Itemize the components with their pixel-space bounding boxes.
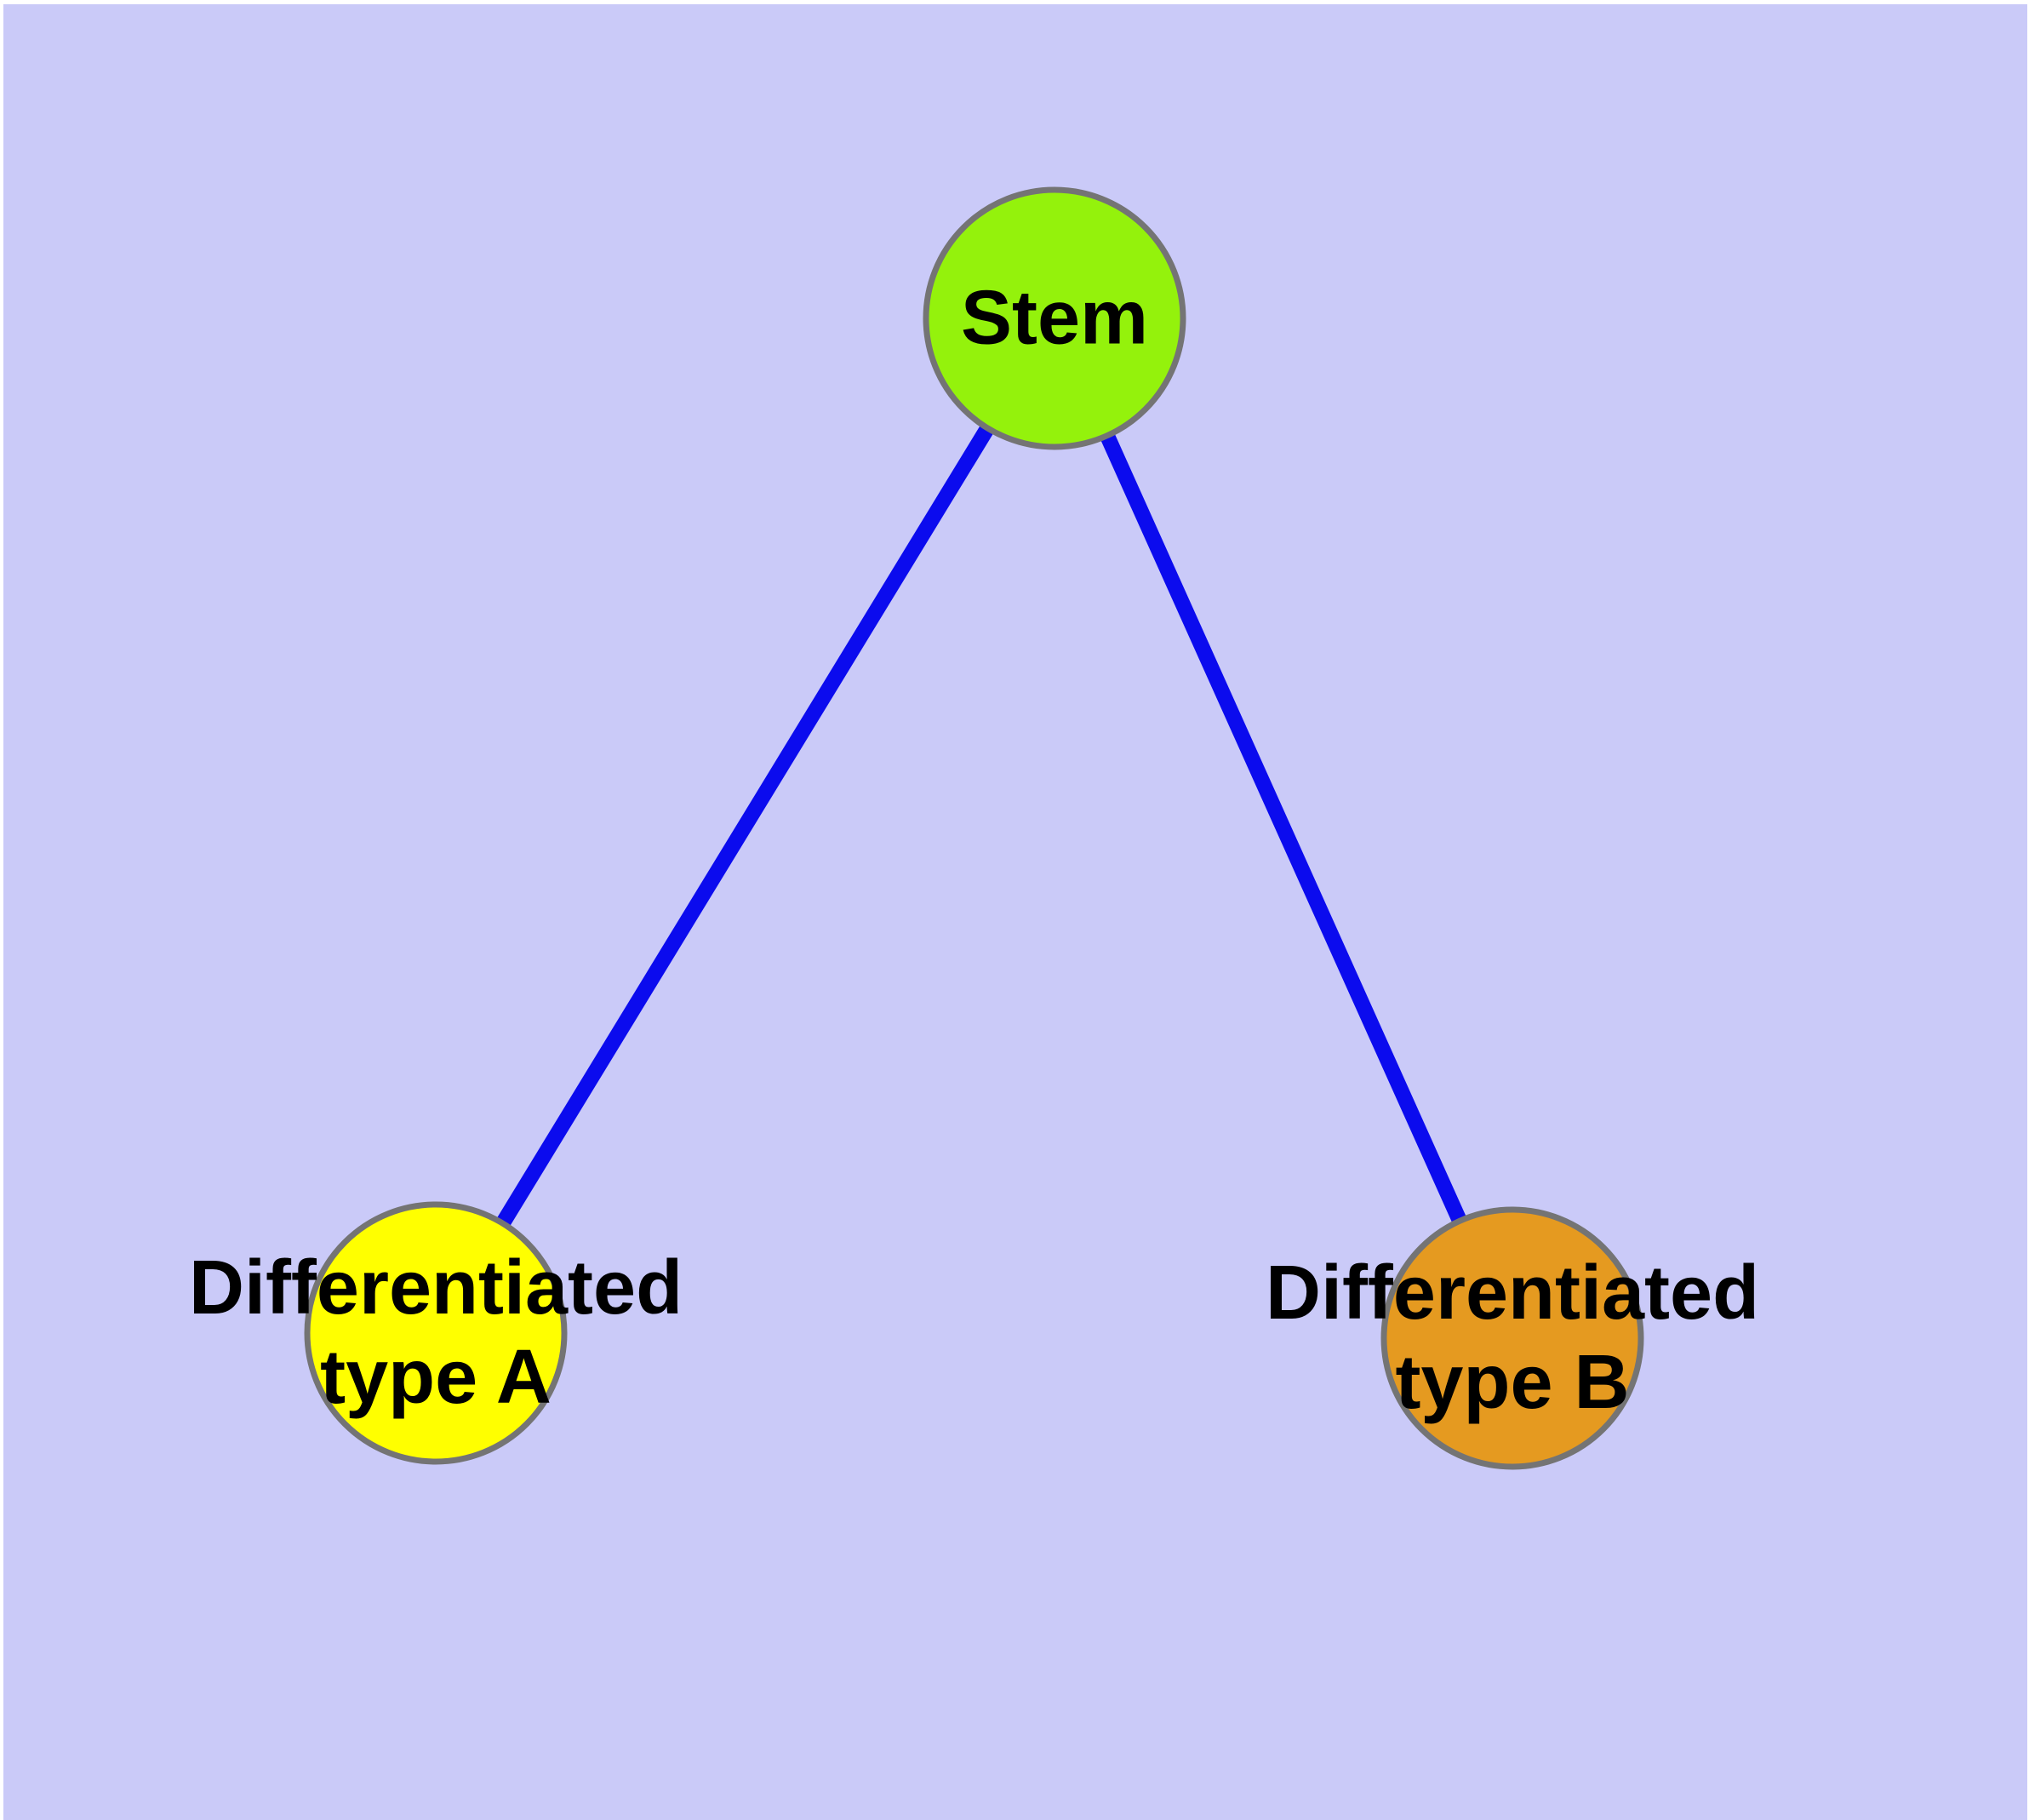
- node-stem-circle: [923, 186, 1186, 450]
- edge-stem-to-type-a: [429, 314, 1061, 1337]
- node-type-b-circle: [1380, 1206, 1644, 1470]
- node-type-a-circle: [304, 1201, 568, 1465]
- edge-stem-to-type-b: [1047, 315, 1520, 1342]
